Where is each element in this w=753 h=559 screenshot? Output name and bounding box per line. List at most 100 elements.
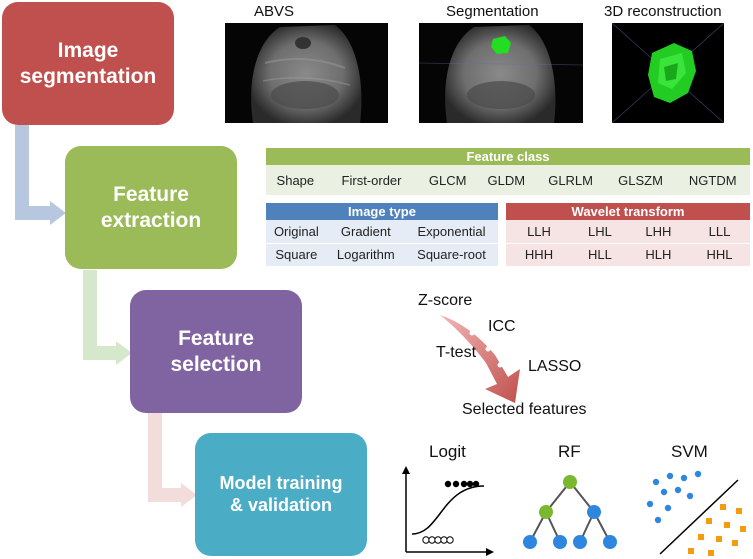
svm-class-a-point [654, 516, 662, 524]
logit-positive-point [444, 480, 452, 488]
wavelet-item: LLH [527, 223, 551, 239]
rf-leaf [603, 535, 617, 549]
step-model-training: Model training & validation [195, 433, 367, 556]
wavelet-table: Wavelet transform LLH LHL LHH LLL HHH HL… [506, 203, 750, 266]
feature-class-item: GLRLM [548, 172, 593, 188]
image-type-item: Logarithm [336, 247, 395, 263]
rf-node [587, 505, 601, 519]
step-3-line2: selection [170, 352, 262, 376]
svm-class-a-point [660, 488, 668, 496]
reconstruction-image [612, 23, 724, 123]
feature-class-item: GLCM [428, 172, 467, 188]
feature-class-item: First-order [341, 172, 402, 188]
image-type-table: Image type Original Gradient Exponential… [266, 203, 498, 266]
svm-class-a-point [674, 486, 682, 494]
svm-class-b-point [716, 536, 722, 542]
selection-step-dot [469, 330, 475, 336]
wavelet-item: LLL [708, 223, 731, 239]
logit-plot [402, 466, 494, 556]
feature-class-table: Feature class Shape First-order GLCM GLD… [266, 148, 750, 195]
segmentation-image [419, 23, 583, 123]
lasso-label: LASSO [528, 358, 582, 375]
feature-class-item: Shape [276, 172, 315, 188]
image-type-item: Gradient [340, 223, 391, 239]
step-2-line2: extraction [100, 208, 202, 232]
step-feature-extraction: Feature extraction [65, 146, 237, 269]
svm-class-b-point [732, 540, 738, 546]
segmented-lesion [491, 36, 511, 54]
rf-root-node [563, 475, 577, 489]
svm-class-a-point [694, 470, 702, 478]
rf-node [539, 505, 553, 519]
icc-label: ICC [488, 318, 516, 335]
step-image-segmentation: Image segmentation [2, 2, 174, 125]
logit-positive-point [472, 480, 480, 488]
feature-class-item: GLDM [487, 172, 526, 188]
logit-curve [411, 485, 485, 535]
wavelet-item: LHH [645, 223, 672, 239]
svm-class-a-point [686, 492, 694, 500]
svm-plot [646, 470, 746, 556]
connector-1 [15, 125, 52, 220]
svm-class-a-point [680, 474, 688, 482]
selection-step-dot [485, 346, 491, 352]
step-feature-selection: Feature selection [130, 290, 302, 413]
selected-features-label: Selected features [462, 401, 587, 418]
svm-class-a-point [666, 472, 674, 480]
step-1-line1: Image [57, 39, 119, 63]
logit-negative-point [434, 536, 442, 544]
connector-3 [148, 412, 183, 502]
svm-class-b-point [736, 508, 742, 514]
connector-1-head [50, 201, 66, 225]
step-4-line1: Model training [219, 472, 343, 493]
rf-leaf [553, 535, 567, 549]
wavelet-item: HLH [645, 247, 672, 263]
logit-title: Logit [429, 442, 466, 461]
rf-leaf [573, 535, 587, 549]
svm-title: SVM [671, 442, 708, 461]
image-type-item: Square [275, 247, 318, 263]
svm-class-b-point [720, 504, 726, 510]
abvs-label: ABVS [254, 3, 295, 20]
wavelet-item: LHL [588, 223, 612, 239]
rf-tree [523, 475, 617, 549]
selection-step-dot [497, 362, 503, 368]
selection-arrow [440, 315, 520, 403]
logit-negative-point [422, 536, 430, 544]
wavelet-item: HLL [588, 247, 612, 263]
step-4-line2: & validation [229, 494, 332, 515]
image-type-header: Image type [266, 203, 498, 220]
step-1-line2: segmentation [19, 64, 157, 88]
feature-class-header: Feature class [266, 148, 750, 165]
image-type-item: Square-root [417, 247, 486, 263]
feature-class-item: GLSZM [618, 172, 663, 188]
zscore-label: Z-score [418, 292, 473, 309]
rf-title: RF [558, 442, 581, 461]
logit-positive-point [452, 480, 460, 488]
svm-class-a-point [646, 500, 654, 508]
ttest-label: T-test [436, 344, 477, 361]
logit-positive-point [460, 480, 468, 488]
svm-class-b-point [688, 548, 694, 554]
svm-class-b-point [724, 522, 730, 528]
logit-negative-point [428, 536, 436, 544]
svm-class-a-point [664, 504, 672, 512]
reconstruction-label: 3D reconstruction [604, 3, 722, 20]
connector-2 [83, 270, 118, 360]
svm-class-b-point [706, 518, 712, 524]
svm-class-b-point [740, 526, 746, 532]
logit-positive-point [466, 480, 474, 488]
step-3-line1: Feature [178, 327, 254, 351]
feature-class-item: NGTDM [688, 172, 737, 188]
rf-leaf [523, 535, 537, 549]
connector-3-head [181, 483, 197, 507]
wavelet-header: Wavelet transform [506, 203, 750, 220]
abvs-image [225, 23, 388, 123]
image-type-item: Exponential [417, 223, 486, 239]
wavelet-item: HHL [706, 247, 733, 263]
svm-class-a-point [652, 478, 660, 486]
logit-negative-point [446, 536, 454, 544]
logit-negative-point [440, 536, 448, 544]
svm-class-b-point [708, 550, 714, 556]
